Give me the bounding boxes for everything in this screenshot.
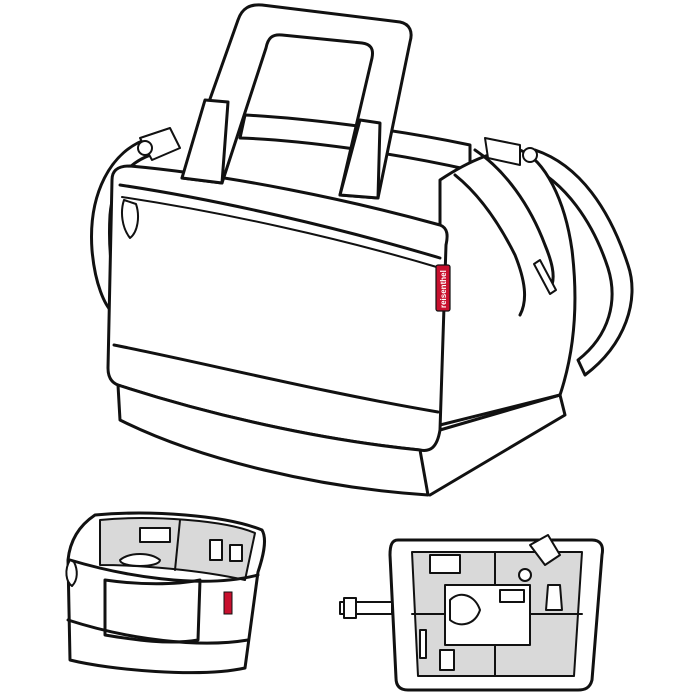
- zipper-pull-front: [121, 199, 139, 239]
- bag-open-top: [339, 534, 604, 692]
- brand-label: reisenthel: [435, 264, 451, 312]
- handle-front-right: [338, 118, 382, 200]
- top-view-item-2: [499, 589, 525, 603]
- strap-ring-left: [137, 140, 153, 156]
- top-view-comb: [419, 629, 427, 659]
- main-bag: reisenthel: [90, 3, 634, 497]
- bottom-band-line: [112, 343, 440, 414]
- strap-ring-right: [522, 147, 538, 163]
- handle-front-left: [180, 98, 230, 185]
- top-view-item-4: [439, 649, 455, 671]
- top-view-item-3: [518, 568, 532, 582]
- top-view-zip-pull: [343, 597, 357, 619]
- open-bag-bottle-1: [209, 539, 223, 561]
- frame-arc-right: [473, 148, 555, 287]
- zipper-pull-right: [533, 259, 557, 295]
- bag-open-front: [65, 511, 266, 675]
- open-bag-zip-pull: [65, 559, 78, 587]
- top-view-hairdryer: [529, 534, 561, 566]
- brand-label-text: reisenthel: [439, 270, 448, 308]
- top-view-item-1: [429, 554, 461, 574]
- bag-base: [116, 383, 430, 497]
- top-view-brush: [449, 593, 481, 626]
- open-bag-item-1: [139, 527, 171, 543]
- open-bag-bottle-2: [229, 544, 243, 562]
- open-bag-band: [66, 618, 250, 645]
- front-zip-line: [118, 183, 442, 260]
- front-zip-line-2: [121, 196, 441, 269]
- open-bag-front-pocket: [103, 578, 202, 644]
- bag-base-right: [428, 393, 567, 497]
- frame-arc-right-inner: [453, 173, 526, 317]
- shoulder-strap-right: [526, 148, 634, 377]
- open-bag-brand-tag: [223, 591, 233, 615]
- open-bag-rim-front: [68, 558, 260, 583]
- strap-clip-right: [484, 137, 521, 166]
- top-view-spray: [545, 584, 563, 611]
- open-bag-divider: [174, 519, 181, 571]
- open-bag-item-2: [119, 553, 161, 567]
